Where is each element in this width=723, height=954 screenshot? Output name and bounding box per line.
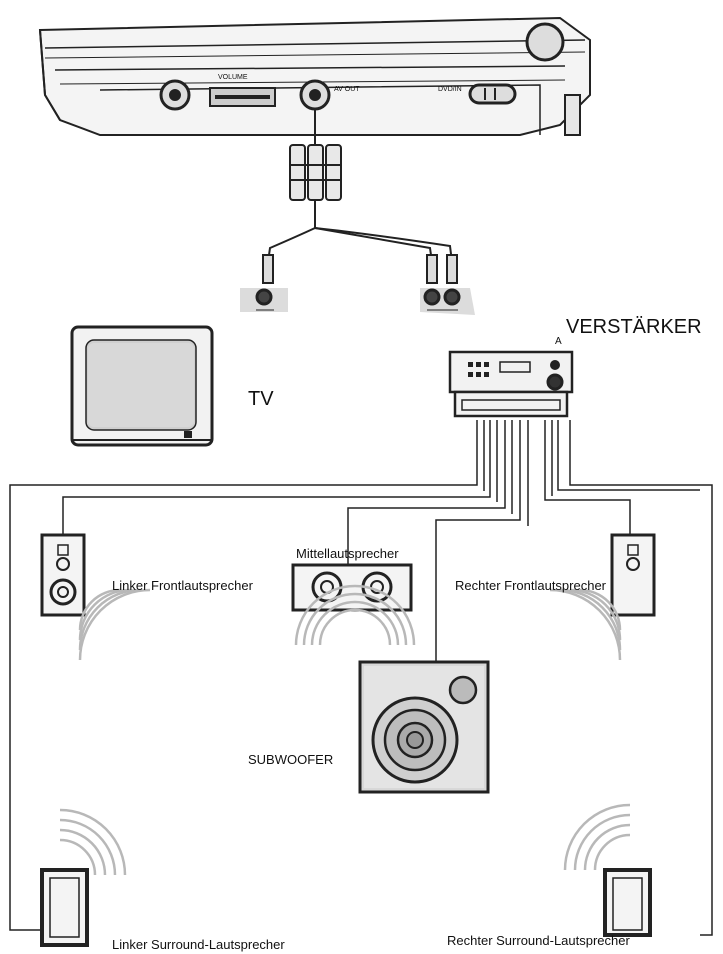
surround-left-speaker [40, 868, 89, 947]
amplifier-label: VERSTÄRKER [566, 316, 702, 338]
subwoofer [358, 660, 490, 794]
front-right-speaker [610, 533, 656, 617]
volume-control [209, 87, 276, 107]
front-left-speaker [40, 533, 86, 617]
tv-set [70, 325, 214, 447]
av-out-jack [299, 79, 331, 111]
center-speaker-label: Mittellautsprecher [296, 546, 399, 561]
dvd-switch [468, 83, 517, 105]
center-sound-waves [294, 584, 416, 646]
tv-video-input [240, 288, 288, 312]
amplifier-marker: A [555, 336, 562, 347]
surround-left-sound-waves [59, 808, 127, 876]
dvd-port-label: DVD/IN [438, 86, 462, 93]
tv-label: TV [248, 388, 274, 410]
av-cable [262, 110, 458, 284]
headphone-jack [159, 79, 191, 111]
speaker-wires [9, 420, 713, 936]
av-out-port-label: AV OUT [334, 86, 360, 93]
front-right-sound-waves [549, 588, 622, 661]
dvd-player [38, 16, 591, 136]
surround-right-speaker-label: Rechter Surround-Lautsprecher [447, 933, 630, 948]
surround-right-speaker [603, 868, 652, 937]
subwoofer-label: SUBWOOFER [248, 752, 334, 767]
amplifier-audio-input [420, 288, 475, 315]
front-left-sound-waves [78, 588, 151, 661]
amplifier [448, 350, 574, 418]
surround-right-sound-waves [563, 803, 631, 871]
volume-port-label: VOLUME [218, 74, 248, 81]
front-right-speaker-label: Rechter Frontlautsprecher [455, 578, 607, 593]
front-left-speaker-label: Linker Frontlautsprecher [112, 578, 253, 593]
surround-left-speaker-label: Linker Surround-Lautsprecher [112, 937, 285, 952]
